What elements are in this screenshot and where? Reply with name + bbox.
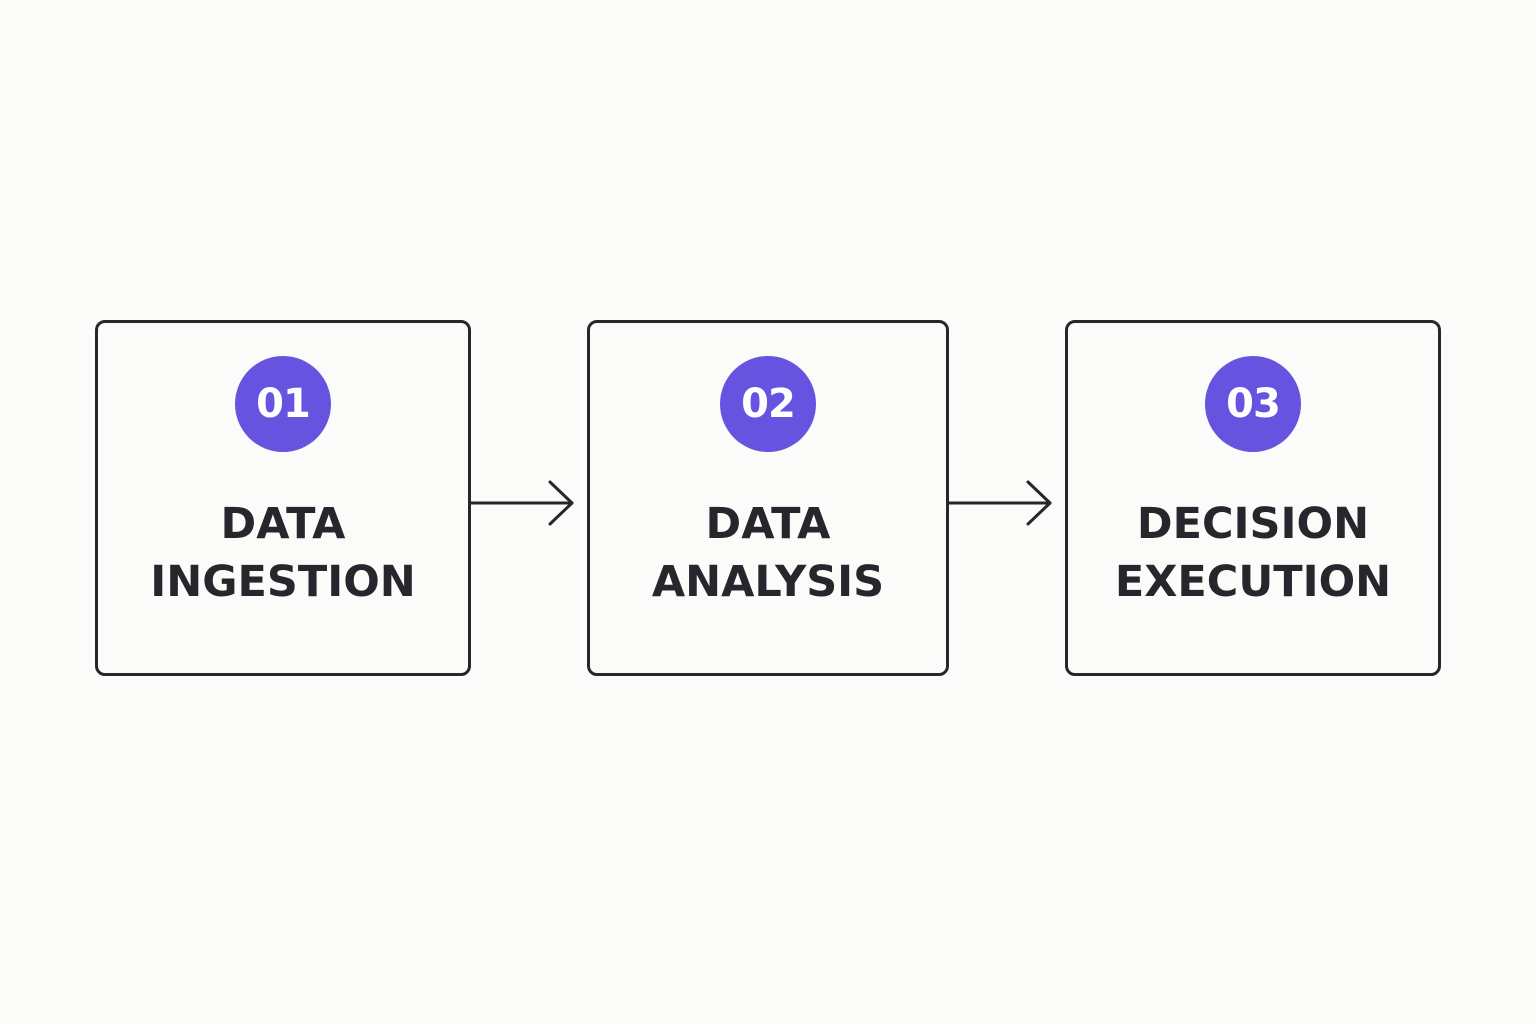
step-label: DATA ANALYSIS xyxy=(590,495,946,611)
step-box-data-analysis: 02 DATA ANALYSIS xyxy=(587,320,949,676)
step-label-line: DECISION xyxy=(1136,499,1370,549)
step-number-badge: 02 xyxy=(720,356,816,452)
step-number-badge: 03 xyxy=(1205,356,1301,452)
step-label: DECISION EXECUTION xyxy=(1068,495,1438,611)
step-number-badge: 01 xyxy=(235,356,331,452)
step-label-line: DATA xyxy=(705,499,831,549)
step-label-line: EXECUTION xyxy=(1114,557,1392,607)
step-label-line: DATA xyxy=(220,499,346,549)
arrow-right-icon xyxy=(946,480,1052,526)
step-box-data-ingestion: 01 DATA INGESTION xyxy=(95,320,471,676)
step-label: DATA INGESTION xyxy=(98,495,468,611)
step-label-line: INGESTION xyxy=(150,557,416,607)
step-box-decision-execution: 03 DECISION EXECUTION xyxy=(1065,320,1441,676)
arrow-right-icon xyxy=(468,480,574,526)
step-label-line: ANALYSIS xyxy=(651,557,885,607)
